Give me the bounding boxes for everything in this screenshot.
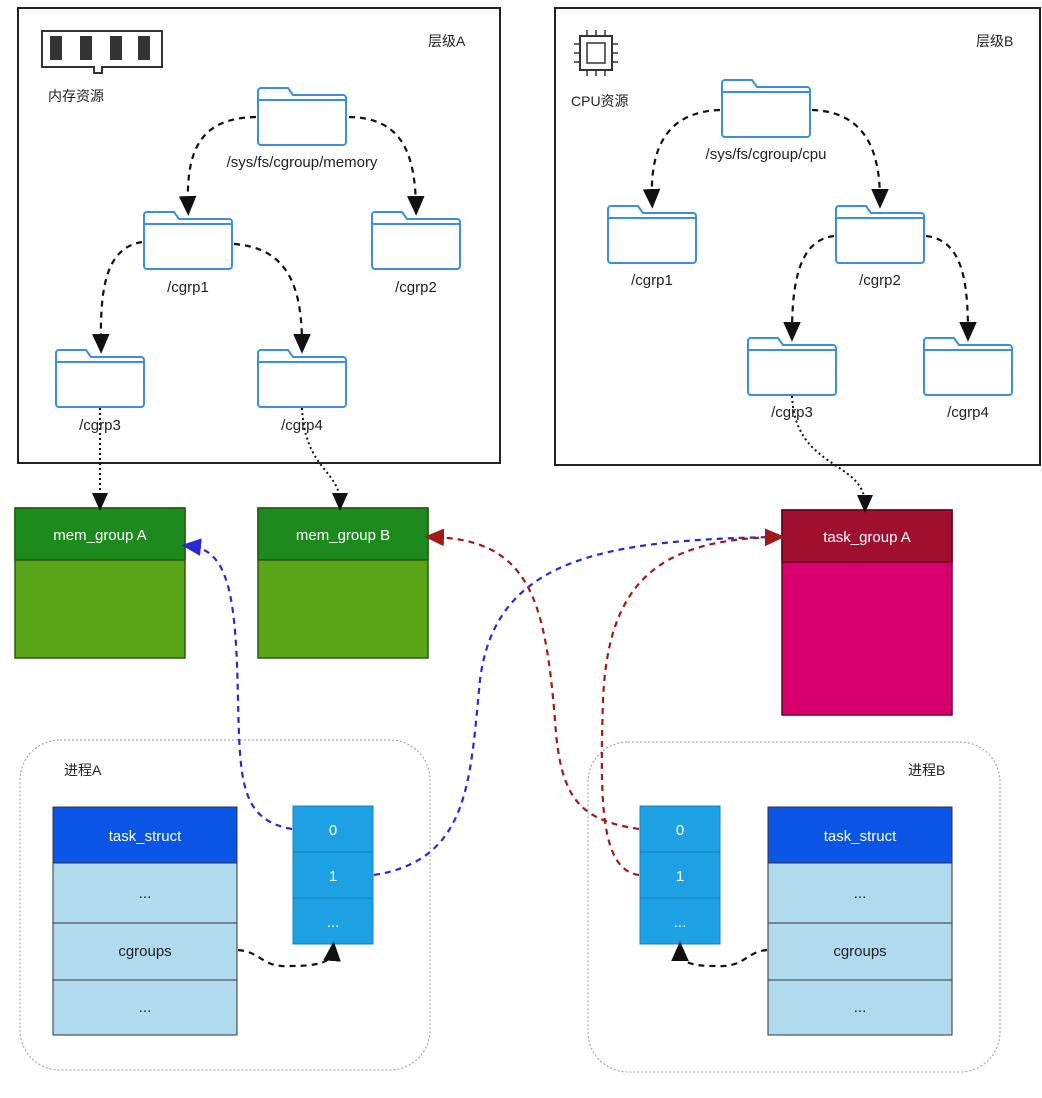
link-b0-mem-group-b (424, 528, 640, 831)
process-b: 进程B task_struct ... cgroups ... 0 1 ... (587, 741, 1001, 1073)
process-a: 进程A task_struct ... cgroups ... 0 1 ... (19, 739, 431, 1071)
hierarchy-b-title: 层级B (976, 33, 1013, 49)
folder-label-root: /sys/fs/cgroup/memory (227, 154, 378, 171)
edge (237, 941, 341, 968)
edge (811, 108, 889, 209)
folder-label-cgrp4: /cgrp4 (281, 417, 323, 434)
edge (178, 115, 257, 216)
cpu-chip-icon (574, 30, 618, 76)
struct-row: ... (139, 885, 152, 902)
folder-label-cgrp2: /cgrp2 (395, 279, 437, 296)
array-cell: 0 (329, 822, 337, 839)
edge (925, 234, 977, 342)
resource-label-memory: 内存资源 (48, 88, 104, 104)
folder-label-cgrp1: /cgrp1 (167, 279, 209, 296)
folder-label-cgrp3: /cgrp3 (79, 417, 121, 434)
struct-row: task_struct (824, 828, 897, 845)
edge (348, 115, 425, 216)
link-a0-mem-group-a (181, 538, 293, 831)
folder-icon[interactable] (923, 337, 1013, 396)
struct-row: cgroups (118, 943, 171, 960)
task-struct-a: task_struct ... cgroups ... (52, 806, 238, 1036)
process-b-title: 进程B (908, 762, 945, 778)
task-struct-b: task_struct ... cgroups ... (767, 806, 953, 1036)
struct-row: cgroups (833, 943, 886, 960)
array-cell: 1 (329, 868, 337, 885)
array-cell: 0 (676, 822, 684, 839)
mem-group-b[interactable]: mem_group B (257, 507, 429, 659)
folder-label-cgrp2: /cgrp2 (859, 272, 901, 289)
folder-icon[interactable] (835, 205, 925, 264)
struct-row: ... (854, 999, 867, 1016)
memory-module-icon (41, 30, 163, 74)
folder-label-root: /sys/fs/cgroup/cpu (706, 146, 827, 163)
folder-label-cgrp3: /cgrp3 (771, 404, 813, 421)
folder-label-cgrp4: /cgrp4 (947, 404, 989, 421)
folder-icon[interactable] (257, 87, 347, 146)
array-cell: 1 (676, 868, 684, 885)
edge (671, 941, 768, 968)
process-a-title: 进程A (64, 762, 102, 778)
struct-row: ... (854, 885, 867, 902)
folder-icon[interactable] (257, 349, 347, 408)
hierarchy-a-title: 层级A (428, 33, 466, 49)
mem-group-a-label: mem_group A (53, 527, 146, 544)
link-a1-task-group-a (373, 528, 785, 877)
edge (233, 242, 311, 354)
folder-icon[interactable] (747, 337, 837, 396)
folder-icon[interactable] (607, 205, 697, 264)
folder-icon[interactable] (55, 349, 145, 408)
hierarchy-b-panel: CPU资源 层级B /sys/fs/cgroup/cpu /cgrp1 /cgr… (554, 7, 1041, 466)
edge (642, 108, 721, 209)
folder-icon[interactable] (143, 211, 233, 270)
array-cell: ... (674, 914, 687, 931)
link-b1-task-group-a (600, 528, 785, 877)
cgroup-array-b: 0 1 ... (639, 805, 721, 945)
task-group-a-label: task_group A (823, 529, 911, 546)
folder-icon[interactable] (371, 211, 461, 270)
folder-label-cgrp1: /cgrp1 (631, 272, 673, 289)
hierarchy-a-panel: 内存资源 层级A /sys/fs/cgroup/memory /cgrp1 /c… (17, 7, 501, 464)
struct-row: task_struct (109, 828, 182, 845)
resource-label-cpu: CPU资源 (571, 93, 629, 109)
mem-group-a[interactable]: mem_group A (14, 507, 186, 659)
folder-icon[interactable] (721, 79, 811, 138)
struct-row: ... (139, 999, 152, 1016)
edge (783, 234, 835, 342)
task-group-a[interactable]: task_group A (781, 509, 953, 716)
edge (92, 240, 143, 354)
array-cell: ... (327, 914, 340, 931)
cgroup-array-a: 0 1 ... (292, 805, 374, 945)
mem-group-b-label: mem_group B (296, 527, 390, 544)
